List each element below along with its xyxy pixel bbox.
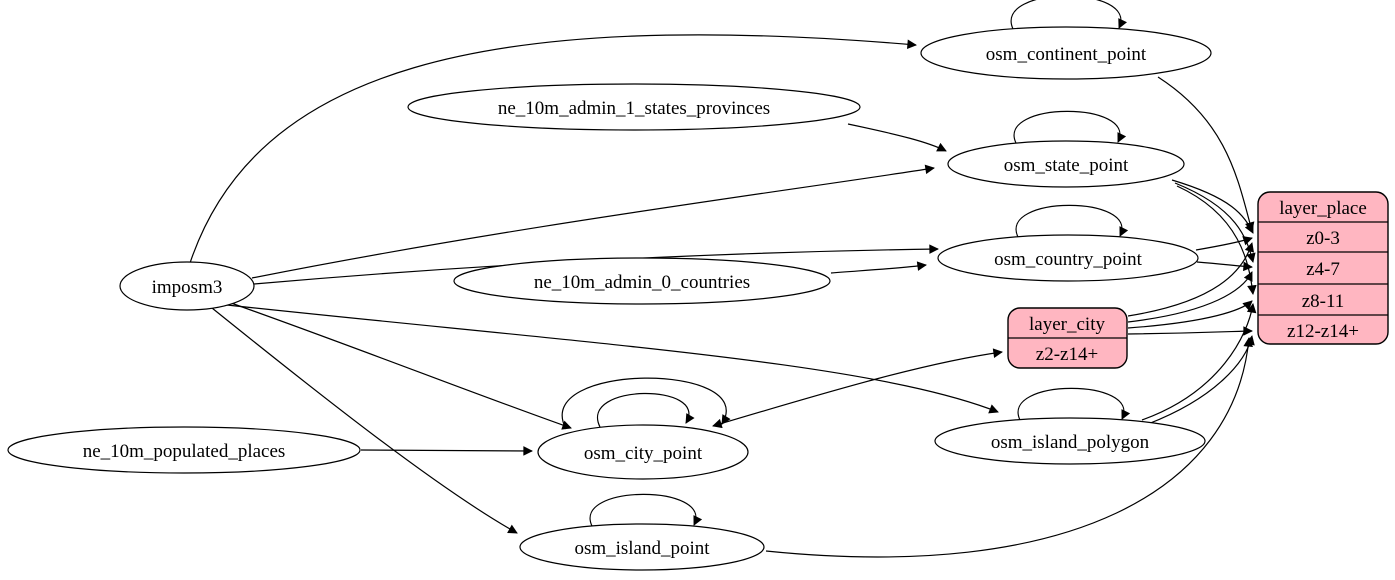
edge-imposm3-osm_island_point [211,307,518,534]
node-osm_city_point: osm_city_point [537,424,749,480]
edge-layer_city-layer_place-z8-11 [1127,300,1253,329]
node-ne_10m_admin_0_countries-shape [453,257,831,305]
edge-imposm3-osm_state_point [251,164,935,279]
selfloop-osm_city_point-outer [561,377,731,430]
record-layer_place-box [1257,191,1389,345]
node-ne_10m_admin_1_states_provinces-shape [407,83,861,131]
node-ne_10m_populated_places: ne_10m_populated_places [7,426,361,474]
node-osm_state_point: osm_state_point [947,140,1185,188]
record-layer_city-title: layer_city [1029,314,1105,335]
node-osm_island_polygon-label: osm_island_polygon [991,432,1150,453]
edge-imposm3-osm_continent_point [189,34,917,264]
node-osm_continent_point-label: osm_continent_point [986,44,1147,65]
node-osm_continent_point: osm_continent_point [920,26,1212,80]
record-layer_city-row-z2-z14: z2-z14+ [1036,344,1098,365]
record-layer_place-row-z8-11: z8-11 [1302,291,1345,312]
selfloop-osm_island_polygon [1017,387,1131,421]
edge-imposm3-osm_island_polygon [226,304,999,414]
node-osm_continent_point-shape [920,26,1212,80]
node-imposm3-shape [119,261,255,311]
node-osm_country_point-shape [937,234,1199,282]
node-osm_island_point-label: osm_island_point [574,538,710,559]
nodes-group: imposm3 ne_10m_admin_1_states_provinces … [7,26,1212,571]
record-layer_place: layer_place z0-3 z4-7 z8-11 z12-z14+ [1257,191,1389,345]
node-osm_island_polygon: osm_island_polygon [934,417,1206,465]
edge-layer_city-layer_place-z4-7 [1127,271,1253,323]
node-osm_country_point-label: osm_country_point [994,249,1142,270]
edge-layer_city-layer_place-z12-z14 [1127,326,1253,336]
edge-osm_country_point-layer_place-z4-7 [1196,261,1253,272]
edge-imposm3-osm_city_point [230,302,572,430]
node-imposm3: imposm3 [119,261,255,311]
edge-osm_country_point-layer_place-z0-3 [1195,236,1253,251]
selfloop-osm_continent_point [1010,0,1127,30]
edge-osm_city_point-layer_city [712,348,1003,429]
record-layer_place-title: layer_place [1279,198,1367,219]
edge-osm_island_point-layer_place-z12-z14 [765,337,1253,558]
node-imposm3-label: imposm3 [152,277,223,298]
node-ne_10m_populated_places-label: ne_10m_populated_places [83,441,286,462]
node-osm_state_point-shape [947,140,1185,188]
selfloop-osm_city_point-inner [597,392,695,428]
edge-osm_island_polygon-layer_place-z8-11 [1141,303,1257,421]
node-ne_10m_admin_0_countries-label: ne_10m_admin_0_countries [534,272,750,293]
node-osm_country_point: osm_country_point [937,234,1199,282]
edge-ne_10m_admin_0_countries-osm_country_point [830,261,927,274]
edge-layer_city-layer_place-z0-3 [1127,242,1255,317]
node-osm_city_point-label: osm_city_point [584,443,703,464]
selfloop-osm_island_point [589,493,703,527]
selfloop-osm_country_point [1015,204,1129,238]
node-osm_state_point-label: osm_state_point [1004,155,1129,176]
edges-group [189,34,1257,558]
edge-osm_continent_point-layer_place-z0-3 [1157,76,1255,232]
edge-osm_state_point-layer_place-z8-11 [1176,185,1257,295]
node-ne_10m_populated_places-shape [7,426,361,474]
edge-osm_state_point-layer_place-z0-3 [1171,179,1254,234]
node-osm_island_point: osm_island_point [519,523,765,571]
record-layer_place-row-z12-z14: z12-z14+ [1287,321,1359,342]
node-osm_island_point-shape [519,523,765,571]
node-osm_city_point-shape [537,424,749,480]
record-layer_place-row-z0-3: z0-3 [1306,228,1340,249]
node-osm_island_polygon-shape [934,417,1206,465]
selfloop-osm_state_point [1013,110,1127,144]
node-ne_10m_admin_1_states_provinces: ne_10m_admin_1_states_provinces [407,83,861,131]
record-layer_city: layer_city z2-z14+ [1007,307,1128,369]
edge-osm_state_point-layer_place-z4-7 [1174,182,1256,263]
node-ne_10m_admin_1_states_provinces-label: ne_10m_admin_1_states_provinces [498,98,770,119]
node-ne_10m_admin_0_countries: ne_10m_admin_0_countries [453,257,831,305]
edge-ne_10m_populated_places-osm_city_point [360,446,533,456]
record-layer_place-row-z4-7: z4-7 [1306,259,1340,280]
edge-ne_10m_admin_1_states_provinces-osm_state_point [847,123,947,152]
self-loops-group [561,0,1131,527]
